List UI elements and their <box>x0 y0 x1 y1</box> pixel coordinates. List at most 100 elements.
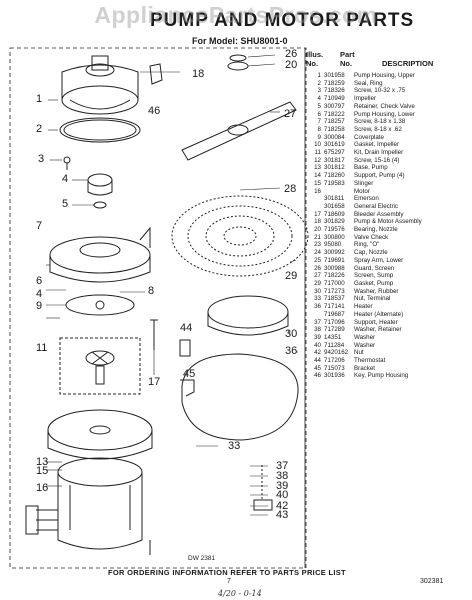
illus-no-cell: 5 <box>317 102 321 110</box>
part-no-cell: 301829 <box>324 218 345 226</box>
illus-no-cell: 38 <box>314 326 321 334</box>
page-number: 7 <box>227 578 231 585</box>
callout-37: 37 <box>276 460 289 472</box>
illus-no-cell: 12 <box>314 156 321 164</box>
description-cell: Spray Arm, Lower <box>354 256 404 264</box>
leader-lines <box>46 54 298 516</box>
bracket-drawing <box>180 379 195 397</box>
description-cell: Cap, Nozzle <box>354 249 388 257</box>
drain-impeller-kit-box <box>59 337 141 395</box>
pump-gasket-drawing <box>207 295 289 336</box>
part-no-cell: 718537 <box>324 295 345 303</box>
part-no-cell: 717000 <box>324 279 345 287</box>
pump-housing-lower-drawing <box>49 226 151 283</box>
illus-no-cell: 26 <box>314 264 321 272</box>
illus-no-cell: 25 <box>314 256 321 264</box>
illus-no-cell: 7 <box>317 118 321 126</box>
pump-housing-key-drawing <box>149 63 163 85</box>
coverplate-drawing <box>65 294 135 316</box>
description-cell: Gasket, Impeller <box>354 141 400 149</box>
callout-33: 33 <box>228 440 241 452</box>
description-cell: Washer <box>354 341 376 349</box>
description-cell: Heater <box>354 303 373 311</box>
illus-no-cell: 17 <box>314 210 321 218</box>
part-no-cell: 717206 <box>324 357 345 365</box>
part-no-cell: 301619 <box>324 141 345 149</box>
illus-no-cell: 44 <box>314 357 321 365</box>
part-no-cell: 719583 <box>324 179 345 187</box>
description-cell: Impeller <box>354 95 377 103</box>
callout-7: 7 <box>36 220 43 232</box>
callout-27: 27 <box>284 108 297 120</box>
callout-3: 3 <box>38 153 45 165</box>
callout-39: 39 <box>276 480 289 492</box>
illus-no-cell: 11 <box>314 149 321 157</box>
callout-44: 44 <box>180 322 193 334</box>
description-cell: Washer, Retainer <box>354 326 402 334</box>
document-number: 302381 <box>420 578 444 585</box>
callout-26: 26 <box>285 48 298 60</box>
table-row: 301811 Emerson <box>307 195 465 203</box>
callout-36: 36 <box>285 345 298 357</box>
description-cell: Screw, 8-18 x 1.38 <box>354 118 406 126</box>
diagram-frame <box>9 47 307 569</box>
callout-38: 38 <box>276 470 289 482</box>
illus-no-cell: 18 <box>314 218 321 226</box>
illus-no-cell: 39 <box>314 333 321 341</box>
description-cell: Screw, 8-18 x .62 <box>354 125 402 133</box>
bleeder-drawing <box>150 319 158 350</box>
impeller-drawing <box>87 173 113 209</box>
description-cell: Emerson <box>354 195 379 203</box>
callout-8: 8 <box>148 285 155 297</box>
part-no-cell <box>324 188 354 196</box>
callout-30: 30 <box>285 328 298 340</box>
part-no-cell: 301812 <box>324 164 345 172</box>
sump-screen-drawing <box>171 195 309 277</box>
pump-base-drawing <box>47 409 153 460</box>
callout-4: 4 <box>62 173 69 185</box>
description-cell: Pump Housing, Upper <box>354 72 415 79</box>
illus-no-cell: 1 <box>317 72 321 79</box>
part-no-header: Part No. <box>340 50 355 68</box>
callout-16: 16 <box>36 482 49 494</box>
illus-no-cell <box>307 195 324 203</box>
illus-no-cell: 14 <box>314 172 321 180</box>
part-no-cell: 301817 <box>324 156 345 164</box>
callout-42: 42 <box>276 500 289 512</box>
callout-29: 29 <box>285 270 298 282</box>
description-cell: Coverplate <box>354 133 384 141</box>
part-no-cell: 717289 <box>324 326 345 334</box>
description-cell: Kit, Drain Impeller <box>354 149 404 157</box>
callout-15: 15 <box>36 465 49 477</box>
part-no-cell: 301811 <box>324 195 345 203</box>
handwritten-note: 4/20 - 0-14 <box>218 589 262 598</box>
illus-no-cell: 23 <box>314 241 321 249</box>
part-no-cell: 300084 <box>324 133 345 141</box>
description-cell: Seal, Ring <box>354 79 383 87</box>
callout-1: 1 <box>36 93 43 105</box>
description-cell: Washer, Rubber <box>354 287 399 295</box>
description-cell: Screw, 15-16 (4) <box>354 156 400 164</box>
description-cell: Bracket <box>354 364 375 372</box>
part-no-cell: 717273 <box>324 287 345 295</box>
heater-element-drawing <box>181 353 299 441</box>
